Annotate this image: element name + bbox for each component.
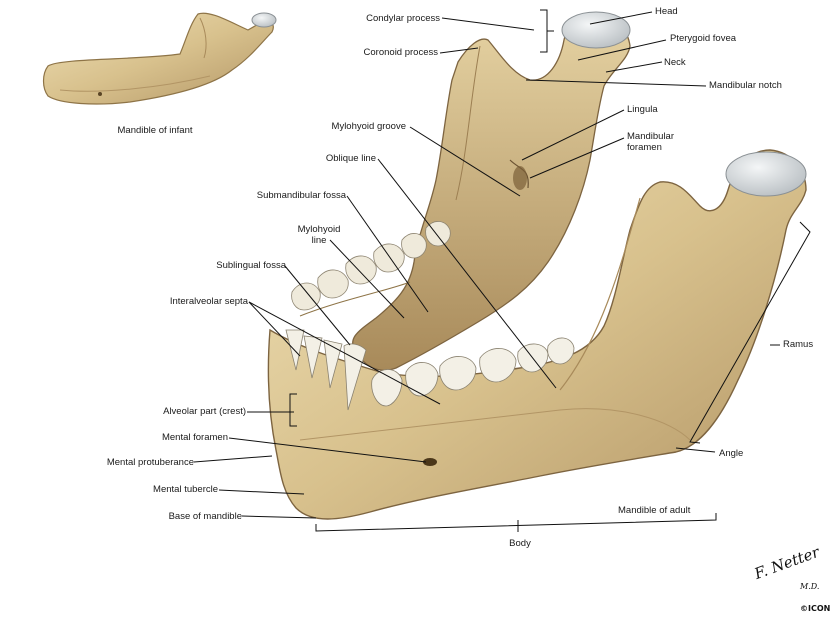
label-ramus: Ramus xyxy=(783,339,814,350)
label-mylohyoid-line: Mylohyoid line xyxy=(296,224,342,246)
label-body: Body xyxy=(509,538,531,549)
infant-condyle-cap xyxy=(251,12,277,28)
label-coronoid-process: Coronoid process xyxy=(363,47,438,58)
label-pterygoid-fovea: Pterygoid fovea xyxy=(670,33,737,44)
label-submandibular-fossa: Submandibular fossa xyxy=(256,190,346,201)
label-head: Head xyxy=(655,6,678,17)
label-mandibular-notch: Mandibular notch xyxy=(709,80,782,91)
label-mandibular-foramen: Mandibular foramen xyxy=(627,131,674,153)
adult-mandible-near-side xyxy=(267,149,807,520)
label-mylohyoid-line-line1: Mylohyoid xyxy=(297,224,341,235)
leader-lines xyxy=(193,9,811,532)
label-lingula: Lingula xyxy=(627,104,658,115)
label-interalveolar-septa: Interalveolar septa xyxy=(169,296,248,307)
label-mental-foramen: Mental foramen xyxy=(161,432,228,443)
label-base-of-mandible: Base of mandible xyxy=(168,511,242,522)
label-mylohyoid-line-line2: line xyxy=(311,235,327,246)
label-sublingual-fossa: Sublingual fossa xyxy=(216,260,286,271)
label-mandible-of-adult: Mandible of adult xyxy=(618,505,691,516)
label-neck: Neck xyxy=(664,57,686,68)
infant-mandible xyxy=(42,12,277,105)
label-mental-protuberance: Mental protuberance xyxy=(106,457,194,468)
signature-degree: M.D. xyxy=(800,582,820,591)
adult-mandible-far-side xyxy=(291,11,631,371)
label-oblique-line: Oblique line xyxy=(325,153,376,164)
mental-foramen xyxy=(423,458,437,466)
label-alveolar-part: Alveolar part (crest) xyxy=(163,406,246,417)
label-mylohyoid-groove: Mylohyoid groove xyxy=(331,121,406,132)
far-condyle-cap xyxy=(561,11,631,49)
label-condylar-process: Condylar process xyxy=(366,13,440,24)
label-angle: Angle xyxy=(719,448,744,459)
netter-signature: F. Netter M.D. ©ICON xyxy=(752,543,832,626)
near-condyle-cap xyxy=(725,151,807,197)
signature-mark: ©ICON xyxy=(800,604,831,613)
label-mandible-of-infant: Mandible of infant xyxy=(117,125,193,136)
label-mental-tubercle: Mental tubercle xyxy=(153,484,218,495)
label-mandibular-foramen-line1: Mandibular xyxy=(627,131,674,142)
label-mandibular-foramen-line2: foramen xyxy=(627,142,662,153)
